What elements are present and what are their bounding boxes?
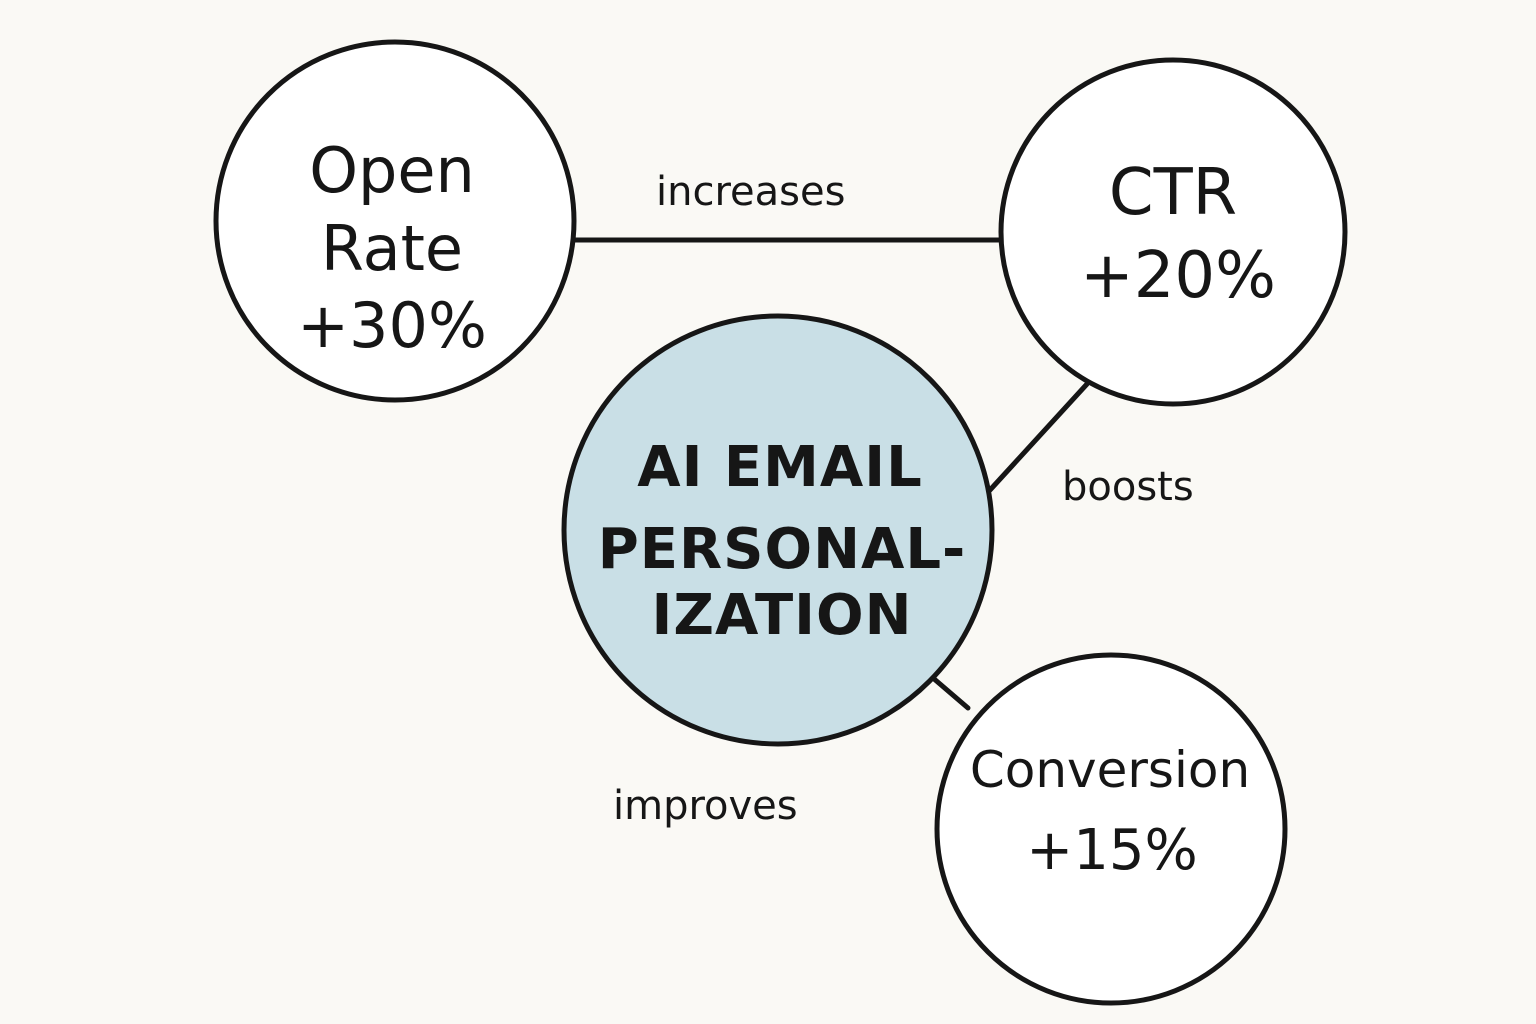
- node-open-rate-circle: [213, 39, 577, 403]
- node-center-circle: [561, 313, 995, 747]
- node-conversion-line-1: Conversion: [970, 741, 1250, 799]
- node-conversion-line-2: +15%: [1026, 818, 1197, 883]
- node-center: AI EMAIL PERSONAL- IZATION: [561, 313, 995, 747]
- edge-label-improves: improves: [613, 783, 798, 829]
- node-open-rate-line-3: +30%: [297, 289, 487, 362]
- edge-center-conversion: [930, 675, 971, 711]
- node-open-rate-line-2: Rate: [321, 212, 463, 285]
- node-ctr-line-2: +20%: [1080, 239, 1276, 313]
- node-center-line-3: IZATION: [652, 583, 913, 648]
- node-ctr-circle: [998, 57, 1348, 407]
- node-ctr-line-1: CTR: [1109, 156, 1237, 230]
- node-center-line-1: AI EMAIL: [637, 435, 923, 500]
- node-ctr: CTR +20%: [998, 57, 1348, 407]
- node-open-rate-line-1: Open: [309, 134, 475, 207]
- node-conversion-circle: [934, 652, 1288, 1006]
- node-center-line-2: PERSONAL-: [598, 517, 967, 582]
- edge-label-increases: increases: [656, 169, 845, 215]
- edge-center-ctr: [987, 381, 1090, 493]
- node-conversion: Conversion +15%: [934, 652, 1288, 1006]
- node-open-rate: Open Rate +30%: [213, 39, 577, 403]
- edge-label-boosts: boosts: [1062, 464, 1194, 510]
